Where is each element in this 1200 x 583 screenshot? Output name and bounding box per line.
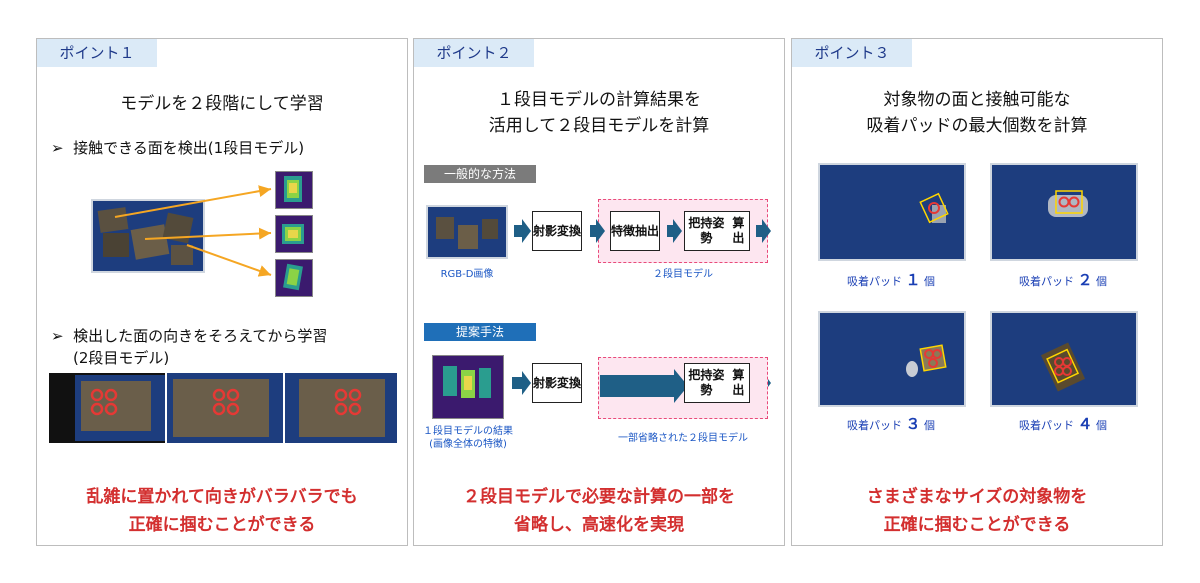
point-1-heading: モデルを２段階にして学習: [120, 94, 324, 114]
bullet-2-cont: (2段目モデル): [73, 349, 170, 367]
projection-box-general: 射影変換: [532, 211, 582, 251]
point-3-conclusion-line-1: さまざまなサイズの対象物を: [866, 487, 1088, 507]
proposed-method-bar: 提案手法: [424, 323, 536, 341]
pose-box-general: 把持姿勢算出: [684, 211, 750, 251]
point-3-tag: ポイント３: [792, 39, 912, 67]
point-2-conclusion-line-1: ２段目モデルで必要な計算の一部を: [463, 487, 735, 507]
bullet-arrow-icon: ➢: [51, 139, 74, 157]
bullet-2: ➢ 検出した面の向きをそろえてから学習: [51, 327, 328, 345]
skip-arrow: [600, 369, 688, 403]
tray-boxes-svg: [93, 201, 203, 271]
feature-box: 特徴抽出: [610, 211, 660, 251]
point-3-conclusion-line-2: 正確に掴むことができる: [883, 515, 1071, 535]
rgbd-image: [426, 205, 508, 259]
general-method-bar: 一般的な方法: [424, 165, 536, 183]
partial-stage2-label: 一部省略された２段目モデル: [618, 433, 748, 444]
detection-arrows: [114, 185, 272, 277]
point-2-tag: ポイント２: [414, 39, 534, 67]
point-3-heading-line-1: 対象物の面と接触可能な: [883, 90, 1071, 110]
grasp-photo-4: [990, 311, 1138, 407]
pose-box-proposed: 把持姿勢算出: [684, 363, 750, 403]
point-1-tag: ポイント１: [37, 39, 157, 67]
pad-count-1: 吸着パッド １ 個: [846, 271, 935, 289]
aligned-crop-3: [285, 373, 397, 443]
point-1-conclusion-line-1: 乱雑に置かれて向きがバラバラでも: [86, 487, 358, 507]
aligned-crop-1: [49, 373, 165, 443]
aligned-crop-2: [167, 373, 283, 443]
pad-count-4: 吸着パッド ４ 個: [1018, 415, 1107, 433]
tray-photo: [91, 199, 205, 273]
heatmap-1: [275, 171, 313, 209]
stage2-label: ２段目モデル: [653, 269, 713, 280]
panel-point-3: ポイント３ 対象物の面と接触可能な 吸着パッドの最大個数を計算 吸着パッド １ …: [791, 38, 1163, 546]
rgbd-label: RGB-D画像: [440, 269, 494, 280]
point-1-conclusion-line-2: 正確に掴むことができる: [128, 515, 316, 535]
stage1-result-label: １段目モデルの結果(画像全体の特徴): [423, 426, 513, 450]
point-2-heading-line-2: 活用して２段目モデルを計算: [488, 116, 710, 136]
panel-point-1: ポイント１ モデルを２段階にして学習 ➢ 接触できる面を検出(1段目モデル): [36, 38, 408, 546]
point-3-heading-line-2: 吸着パッドの最大個数を計算: [866, 116, 1088, 136]
grasp-photo-3: [818, 311, 966, 407]
grasp-photo-2: [990, 163, 1138, 261]
bullet-arrow-icon: ➢: [51, 327, 74, 345]
grasp-photo-1: [818, 163, 966, 261]
pad-count-3: 吸着パッド ３ 個: [846, 415, 935, 433]
stage1-feature-map: [432, 355, 504, 419]
projection-box-proposed: 射影変換: [532, 363, 582, 403]
bullet-1: ➢ 接触できる面を検出(1段目モデル): [51, 139, 305, 157]
point-2-conclusion-line-2: 省略し、高速化を実現: [514, 515, 684, 535]
point-2-heading-line-1: １段目モデルの計算結果を: [497, 90, 701, 110]
heatmap-2: [275, 215, 313, 253]
heatmap-3: [275, 259, 313, 297]
panel-point-2: ポイント２ １段目モデルの計算結果を 活用して２段目モデルを計算 一般的な方法 …: [413, 38, 785, 546]
pad-count-2: 吸着パッド ２ 個: [1018, 271, 1107, 289]
